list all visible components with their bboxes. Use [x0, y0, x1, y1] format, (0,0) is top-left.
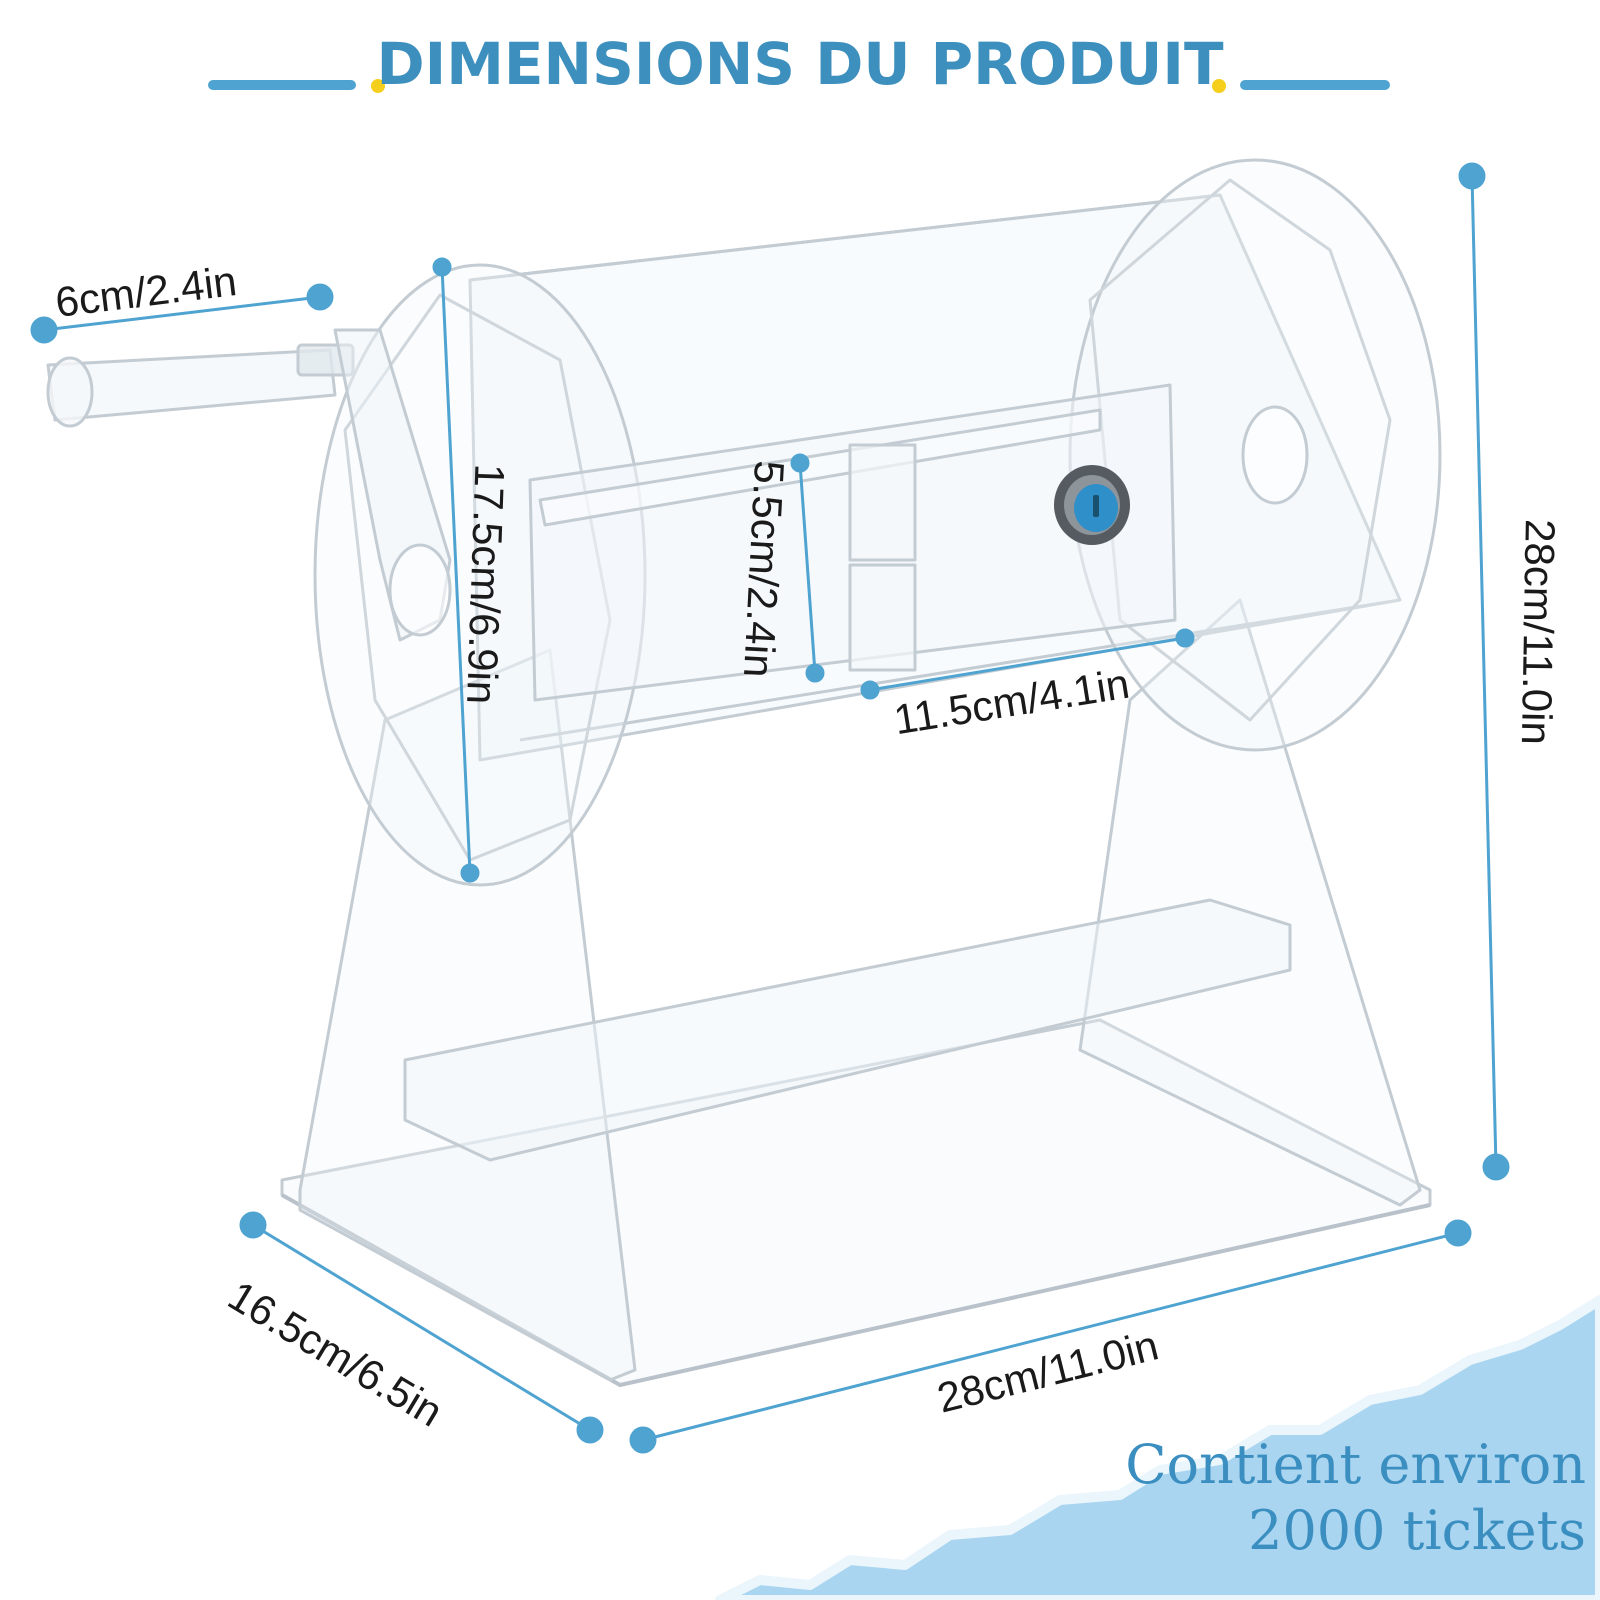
drum-bottom-edge — [519, 598, 1401, 742]
capacity-line-2: 2000 tickets — [1248, 1499, 1586, 1562]
dim-line-opening-width — [869, 636, 1186, 692]
dim-line-opening-height — [798, 462, 817, 674]
dim-line-width — [642, 1231, 1459, 1442]
door-slot — [538, 408, 1102, 527]
page-title: DIMENSIONS DU PRODUIT — [376, 30, 1224, 98]
crank-hub-ring — [388, 543, 452, 637]
front-tray-bar — [403, 898, 1292, 1162]
capacity-note: Contient environ 2000 tickets — [1125, 1432, 1586, 1564]
hinge-top — [848, 443, 917, 562]
dim-line-handle — [43, 295, 321, 332]
capacity-line-1: Contient environ — [1125, 1433, 1586, 1496]
dim-label-height: 28cm/11.0in — [1512, 518, 1564, 746]
title-bullet-right — [1212, 79, 1226, 93]
hinge-bottom — [848, 563, 917, 672]
right-stand-panel — [1078, 598, 1422, 1207]
dim-label-wheel-diameter: 17.5cm/6.9in — [458, 463, 514, 706]
right-hub-ring — [1241, 405, 1309, 505]
left-wheel-hex — [343, 293, 612, 862]
torn-paper-band — [715, 1295, 1600, 1600]
dim-line-depth — [252, 1223, 591, 1432]
crank-handle-end — [46, 356, 94, 428]
right-wheel-hex — [1088, 178, 1392, 722]
dim-line-height — [1470, 175, 1498, 1168]
base-front-edge — [281, 1193, 1431, 1387]
dim-line-wheel — [440, 266, 472, 874]
key-lock-icon — [1054, 465, 1130, 545]
title-rule-right — [1240, 80, 1390, 90]
title-bullet-left — [371, 79, 385, 93]
title-rule-left — [208, 80, 356, 90]
drum-top-edge — [469, 193, 1221, 282]
